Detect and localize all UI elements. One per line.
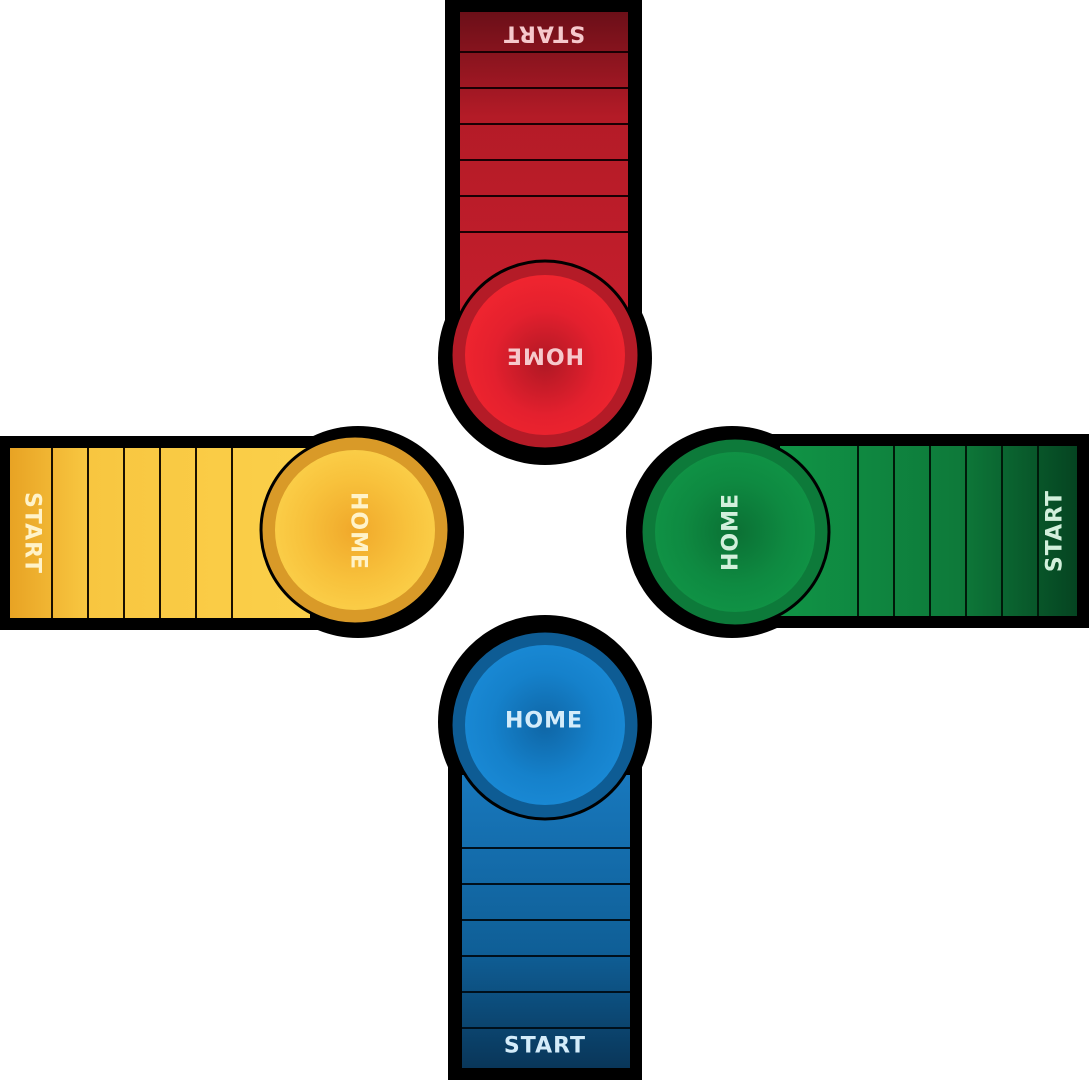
red-start-label: START — [503, 21, 585, 46]
yellow-home[interactable] — [275, 450, 435, 610]
blue-track — [462, 775, 630, 1068]
blue-track-dividers — [462, 847, 630, 1029]
green-track-dividers — [857, 446, 1039, 616]
yellow-track-dividers — [51, 448, 233, 618]
red-track-dividers — [460, 51, 628, 233]
green-home[interactable] — [655, 452, 815, 612]
blue-home-label: HOME — [505, 709, 583, 734]
blue-home[interactable] — [465, 645, 625, 805]
green-start-label: START — [1043, 490, 1068, 572]
green-arm: HOME START — [626, 426, 1089, 638]
blue-start-label: START — [504, 1034, 586, 1059]
yellow-arm: HOME START — [0, 426, 464, 638]
red-home[interactable] — [465, 275, 625, 435]
blue-arm: HOME START — [438, 615, 652, 1080]
yellow-start-label: START — [20, 492, 45, 574]
red-arm: HOME START — [438, 0, 652, 465]
red-home-label: HOME — [506, 343, 584, 368]
yellow-home-label: HOME — [346, 492, 371, 570]
green-home-label: HOME — [719, 493, 744, 571]
